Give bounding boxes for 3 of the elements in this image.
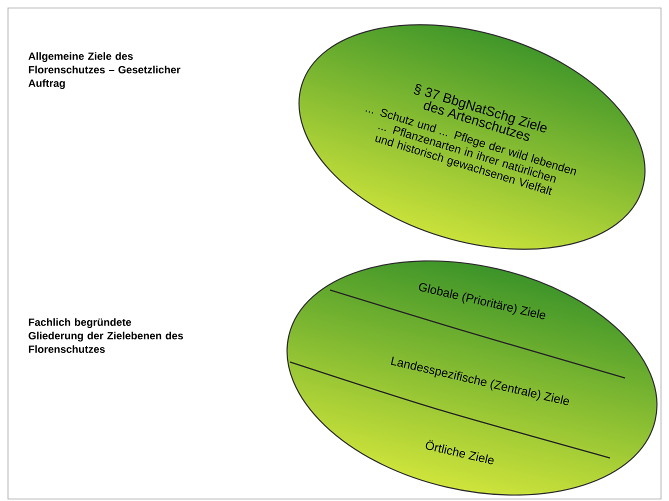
band-label: Örtliche Ziele: [426, 440, 494, 464]
heading-text: Allgemeine Ziele des Florenschutzes – Gesetzlicher Auftrag: [28, 52, 180, 90]
heading-text: Fachlich begründete Gliederung der Zielebenen des Florenschutzes: [28, 318, 183, 353]
